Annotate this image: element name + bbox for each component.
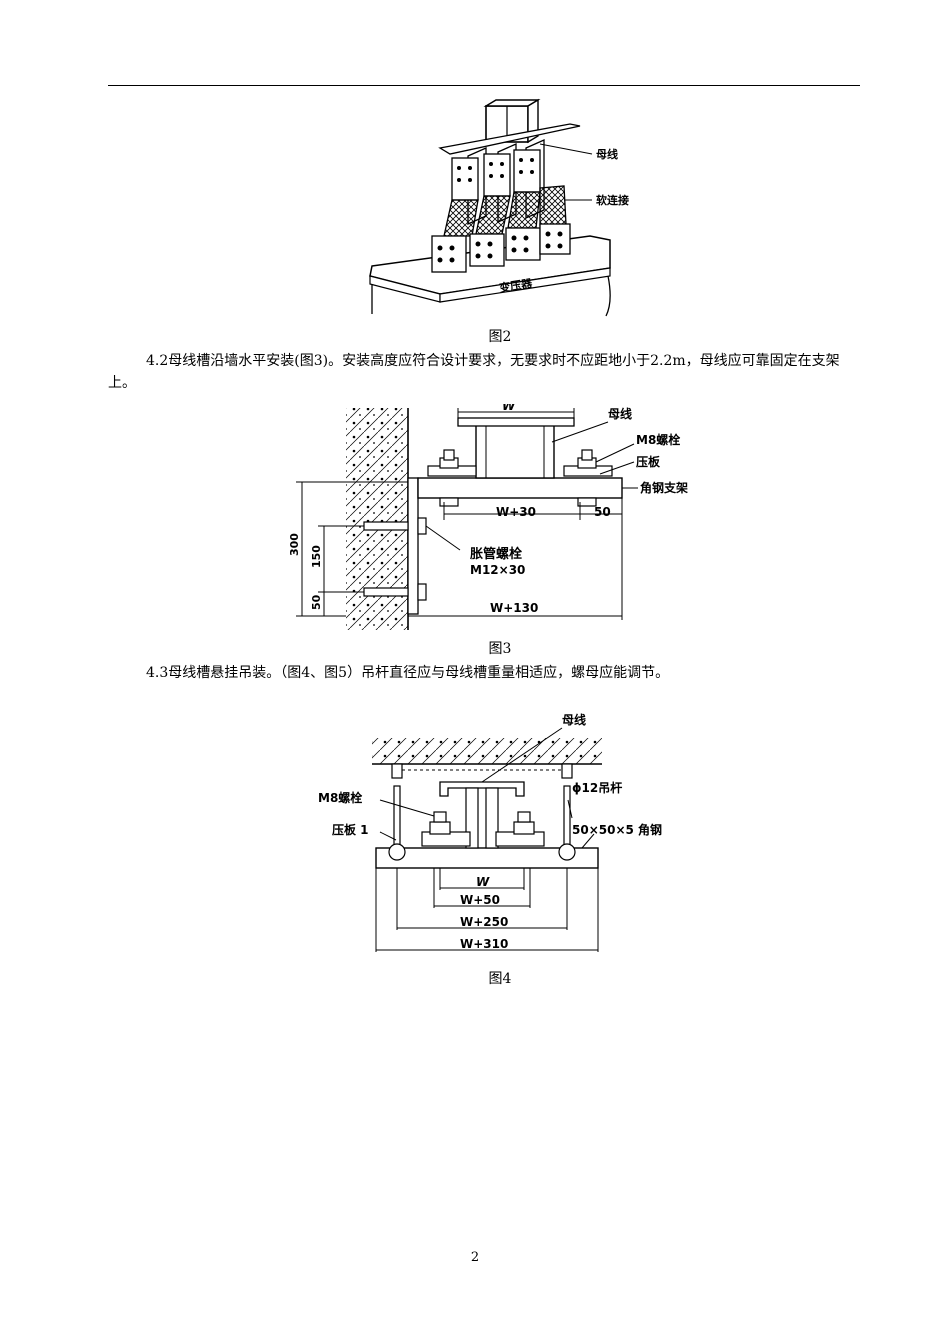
fig3-dim-300: 300 [288, 533, 301, 556]
fig3-label-expansion-bolt: 胀管螺栓 [470, 546, 522, 562]
figure-4-caption: 图4 [488, 971, 512, 987]
fig2-label-soft-connection: 软连接 [596, 193, 629, 207]
fig3-label-expansion-bolt-size: M12×30 [470, 563, 525, 577]
fig4-label-m8-bolt: M8螺栓 [318, 790, 362, 805]
fig4-dim-w50: W+50 [460, 893, 500, 907]
section-4-2-paragraph: 4.2母线槽沿墙水平安装(图3)。安装高度应符合设计要求，无要求时不应距地小于2… [108, 353, 840, 391]
fig3-label-press-plate: 压板 [636, 454, 661, 469]
fig4-label-busbar: 母线 [562, 712, 586, 727]
figure-2-busbar-transformer-connection: 母线 软连接 变压器 [369, 98, 629, 317]
figure-4-suspended-installation: 母线 M8螺栓 压板 1 ϕ12吊杆 50×50×5 角钢 W W+50 W+2… [318, 712, 662, 952]
page-number: 2 [470, 1250, 480, 1265]
fig4-label-rod: ϕ12吊杆 [572, 780, 622, 795]
fig4-label-press-plate: 压板 1 [332, 822, 369, 837]
section-4-3-paragraph: 4.3母线槽悬挂吊装。（图4、图5）吊杆直径应与母线槽重量相适应，螺母应能调节。 [146, 665, 670, 681]
fig3-dim-w130: W+130 [490, 601, 538, 615]
fig3-dim-150: 150 [310, 545, 323, 568]
fig4-dim-w310: W+310 [460, 937, 508, 951]
figure-2-caption: 图2 [488, 329, 512, 345]
fig3-label-busbar: 母线 [608, 406, 632, 421]
figure-3-caption: 图3 [488, 641, 512, 657]
header-rule [108, 85, 860, 86]
fig3-dim-w30: W+30 [496, 505, 536, 519]
fig3-label-m8-bolt: M8螺栓 [636, 432, 680, 447]
fig2-label-busbar: 母线 [596, 147, 618, 161]
fig4-dim-w: W [476, 875, 490, 889]
fig4-label-angle: 50×50×5 角钢 [572, 822, 662, 837]
fig3-dim-50v: 50 [310, 594, 323, 610]
fig4-dim-w250: W+250 [460, 915, 508, 929]
fig3-label-angle-bracket: 角钢支架 [640, 480, 688, 495]
figure-3-wall-mount-installation: W 母线 M8螺栓 压板 角钢支架 W+30 50 胀管螺栓 M12×30 W+… [288, 404, 688, 630]
fig2-label-transformer: 变压器 [498, 276, 534, 295]
fig3-dim-w: W [502, 404, 516, 413]
fig3-dim-50: 50 [594, 505, 611, 519]
